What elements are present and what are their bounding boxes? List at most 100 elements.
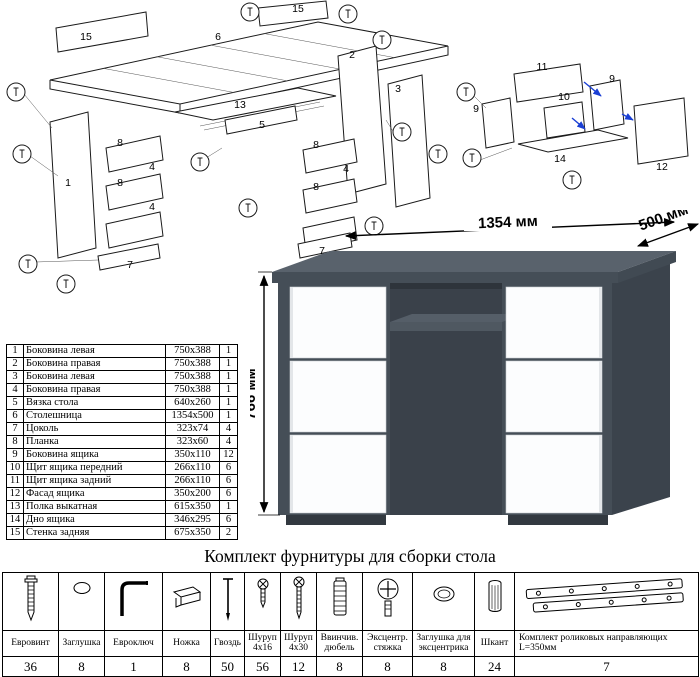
part-name: Боковина правая	[23, 383, 166, 397]
hardware-item-name: Гвоздь	[210, 630, 245, 657]
wood-dowel-icon	[474, 572, 515, 631]
plinth-part	[297, 232, 353, 259]
right-drawer-fronts	[505, 286, 603, 514]
part-number: 15	[6, 526, 24, 540]
assembly-arrow	[583, 81, 602, 97]
hex-key-icon	[104, 572, 163, 631]
plinth-part	[97, 243, 161, 271]
part-size: 640x260	[165, 396, 220, 410]
hardware-icon-row	[2, 572, 699, 631]
fastener-callout-icon	[56, 274, 76, 294]
fastener-callout-icon	[238, 198, 258, 218]
part-callout: 1	[65, 177, 71, 189]
tabletop-part	[49, 21, 449, 114]
part-name: Полка выкатная	[23, 500, 166, 514]
part-callout: 15	[292, 3, 304, 15]
height-dimension: 766 мм	[250, 271, 280, 516]
hardware-item-name: Комплект роликовых направляющих L=350мм	[514, 630, 699, 657]
part-qty: 6	[219, 461, 238, 475]
part-qty: 1	[219, 357, 238, 371]
part-number: 2	[6, 357, 24, 371]
depth-dimension-label: 500 мм	[636, 210, 690, 235]
part-name: Цоколь	[23, 422, 166, 436]
part-qty: 6	[219, 474, 238, 488]
part-size: 350x200	[165, 487, 220, 501]
drawer-side-part	[589, 79, 625, 131]
part-number: 14	[6, 513, 24, 527]
drawer-front	[289, 434, 387, 514]
keyboard-tray-top	[390, 314, 524, 322]
height-dimension-label: 766 мм	[250, 368, 259, 419]
hardware-item-qty: 1	[104, 656, 163, 677]
roller-rails-icon	[514, 572, 699, 631]
drawer-front	[505, 286, 603, 359]
screw-4x16-icon	[244, 572, 281, 631]
part-number: 9	[6, 448, 24, 462]
part-size: 323x74	[165, 422, 220, 436]
hardware-item-name: Шуруп 4x30	[280, 630, 317, 657]
part-number: 6	[6, 409, 24, 423]
part-name: Стенка задняя	[23, 526, 166, 540]
hardware-item-qty: 56	[244, 656, 281, 677]
drawer-facade-part	[633, 97, 689, 165]
fastener-callout-icon	[428, 144, 448, 164]
hardware-item-qty: 8	[162, 656, 211, 677]
part-number: 11	[6, 474, 24, 488]
hardware-item-qty: 24	[474, 656, 515, 677]
part-callout: 10	[558, 91, 570, 103]
part-callout: 15	[80, 31, 92, 43]
right-side-panel-part	[387, 74, 431, 208]
hardware-item-qty: 50	[210, 656, 245, 677]
part-number: 1	[6, 344, 24, 358]
part-name: Щит ящика передний	[23, 461, 166, 475]
dowel-insert-icon	[316, 572, 363, 631]
hardware-item-qty: 12	[280, 656, 317, 677]
part-callout: 8	[117, 177, 123, 189]
fastener-callout-icon	[372, 30, 392, 50]
part-size: 266x110	[165, 461, 220, 475]
part-callout: 7	[127, 259, 133, 271]
drawer-part	[302, 138, 358, 174]
part-name: Щит ящика задний	[23, 474, 166, 488]
desk-interior-shadow	[390, 283, 502, 289]
part-qty: 6	[219, 487, 238, 501]
part-callout: 8	[117, 137, 123, 149]
fastener-callout-icon	[240, 2, 260, 22]
hardware-item-name: Заглушка для эксцентрика	[412, 630, 475, 657]
part-size: 323x60	[165, 435, 220, 449]
part-size: 1354x500	[165, 409, 220, 423]
desk-plinth	[508, 515, 608, 525]
hardware-item-name: Ввинчив. дюбель	[316, 630, 363, 657]
fastener-callout-icon	[190, 152, 210, 172]
part-name: Вязка стола	[23, 396, 166, 410]
part-callout: 12	[656, 161, 668, 173]
part-qty: 2	[219, 526, 238, 540]
part-qty: 1	[219, 396, 238, 410]
hardware-item-qty: 8	[412, 656, 475, 677]
fastener-callout-icon	[338, 4, 358, 24]
hardware-item-name: Заглушка	[58, 630, 105, 657]
fastener-callout-icon	[456, 82, 476, 102]
part-name: Боковина левая	[23, 344, 166, 358]
drawer-part	[105, 211, 164, 249]
back-wall-part	[55, 11, 149, 53]
left-side-panel-part	[49, 111, 97, 259]
part-size: 266x110	[165, 474, 220, 488]
leg-icon	[162, 572, 211, 631]
part-qty: 1	[219, 409, 238, 423]
part-name: Планка	[23, 435, 166, 449]
keyboard-tray-front	[390, 322, 502, 331]
part-name: Боковина ящика	[23, 448, 166, 462]
hardware-item-qty: 8	[362, 656, 413, 677]
part-size: 350x110	[165, 448, 220, 462]
